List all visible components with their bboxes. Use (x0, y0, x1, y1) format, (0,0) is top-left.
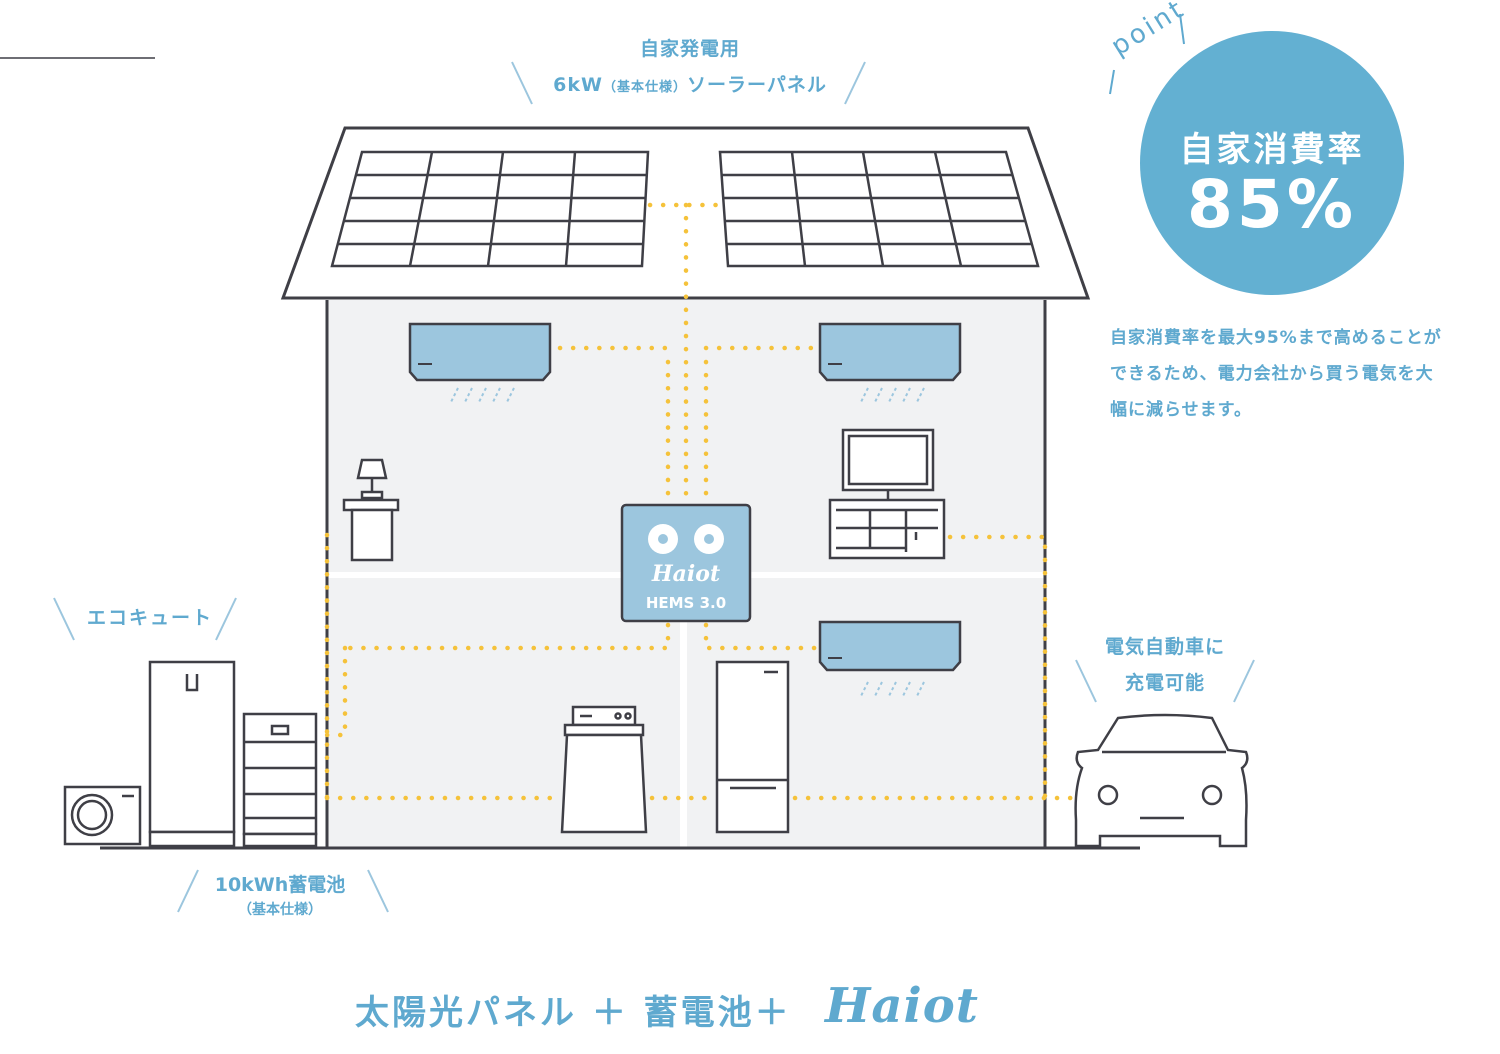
ev-label-line1: 電気自動車に (1104, 636, 1225, 658)
washing-machine-icon (560, 705, 648, 834)
solar-label-line2: 6kW（基本仕様）ソーラーパネル (520, 70, 860, 97)
self-consumption-title: 自家消費率 (1179, 130, 1365, 170)
hems-controller-icon (620, 503, 752, 623)
self-consumption-description: 自家消費率を最大95%まで高めることができるため、電力会社から買う電気を大幅に減… (1110, 328, 1442, 420)
hems-version: HEMS 3.0 (645, 594, 727, 612)
ev-label-line2: 充電可能 (1124, 672, 1205, 694)
self-consumption-value: 85% (1187, 166, 1357, 243)
air-conditioner-icon (408, 322, 552, 405)
battery-spec-note: （基本仕様） (238, 902, 322, 918)
water-heater-tank-icon (148, 660, 236, 848)
battery-cabinet-icon (242, 712, 318, 848)
hems-brand-logo: Haiot (651, 561, 721, 587)
tagline-brand-logo: Haiot (825, 978, 979, 1034)
tagline-text: 太陽光パネル ＋ 蓄電池＋ (355, 993, 792, 1033)
heat-pump-icon (63, 785, 142, 846)
tv-icon (828, 428, 946, 560)
lamp-icon (342, 458, 400, 562)
air-conditioner-icon (818, 322, 962, 405)
power-wiring (324, 202, 1083, 801)
callout-slashes (53, 61, 1255, 913)
solar-panel-icon (330, 150, 650, 268)
air-conditioner-icon (818, 620, 962, 699)
solar-capacity: 6kW (553, 74, 603, 96)
solar-spec-note: （基本仕様） (603, 80, 688, 95)
solar-label-line1: 自家発電用 (639, 38, 740, 60)
solar-panel-text: ソーラーパネル (687, 74, 827, 96)
battery-label: 10kWh蓄電池 (214, 874, 346, 896)
ecocute-label: エコキュート (86, 607, 213, 629)
refrigerator-icon (715, 660, 790, 834)
solar-panel-icon (718, 150, 1040, 268)
point-badge (1109, 13, 1404, 295)
car-icon (1074, 713, 1249, 848)
